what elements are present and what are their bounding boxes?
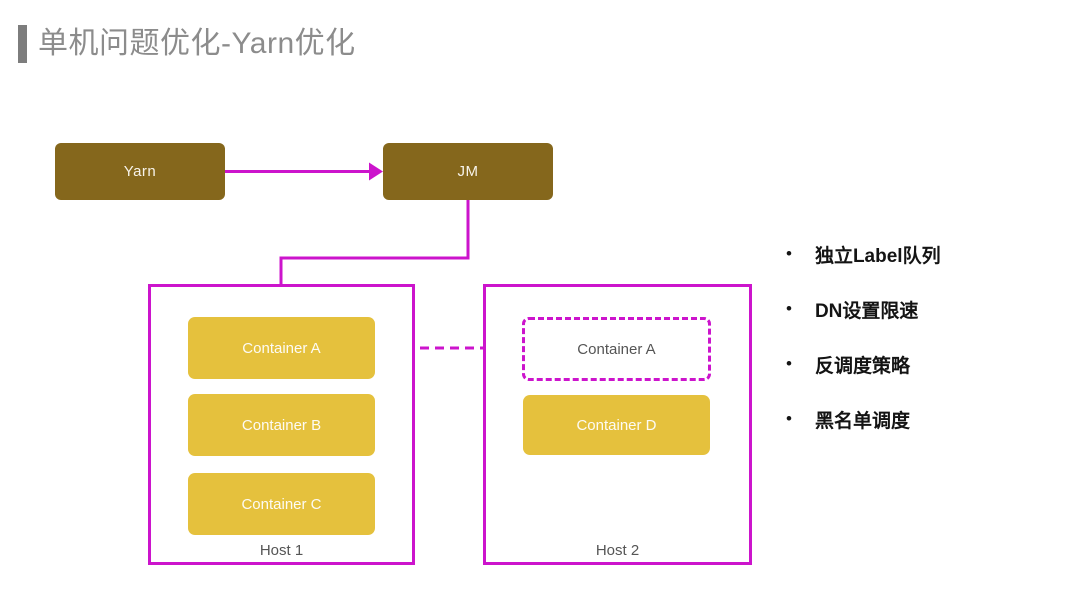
yarn-node: Yarn <box>55 143 225 200</box>
page-title: 单机问题优化-Yarn优化 <box>38 27 356 60</box>
bullet-dot-icon: • <box>786 354 792 373</box>
list-item: • 黑名单调度 <box>786 406 941 432</box>
host1-container-b: Container B <box>188 394 375 456</box>
bullet-dot-icon: • <box>786 244 792 263</box>
title-accent-bar <box>18 25 27 63</box>
bullet-text: 反调度策略 <box>814 355 910 377</box>
bullet-text: 黑名单调度 <box>814 410 910 432</box>
host2-container-d: Container D <box>523 395 710 455</box>
host2-label: Host 2 <box>595 542 640 559</box>
bullet-text: 独立Label队列 <box>814 245 941 267</box>
list-item: • DN设置限速 <box>786 296 941 322</box>
bullet-dot-icon: • <box>786 409 792 428</box>
jm-node: JM <box>383 143 553 200</box>
host2-group: Container A Container D Host 2 <box>483 284 752 565</box>
host1-container-c: Container C <box>188 473 375 535</box>
host1-label: Host 1 <box>259 542 304 559</box>
bullet-dot-icon: • <box>786 299 792 318</box>
host1-container-a: Container A <box>188 317 375 379</box>
arrow-yarn-to-jm <box>225 162 383 181</box>
list-item: • 独立Label队列 <box>786 241 941 267</box>
host1-group: Container A Container B Container C Host… <box>148 284 415 565</box>
bullet-text: DN设置限速 <box>814 300 919 322</box>
bullet-list: • 独立Label队列 • DN设置限速 • 反调度策略 • 黑名单调度 <box>786 241 941 432</box>
list-item: • 反调度策略 <box>786 351 941 377</box>
host2-container-a-ghost: Container A <box>522 317 711 381</box>
